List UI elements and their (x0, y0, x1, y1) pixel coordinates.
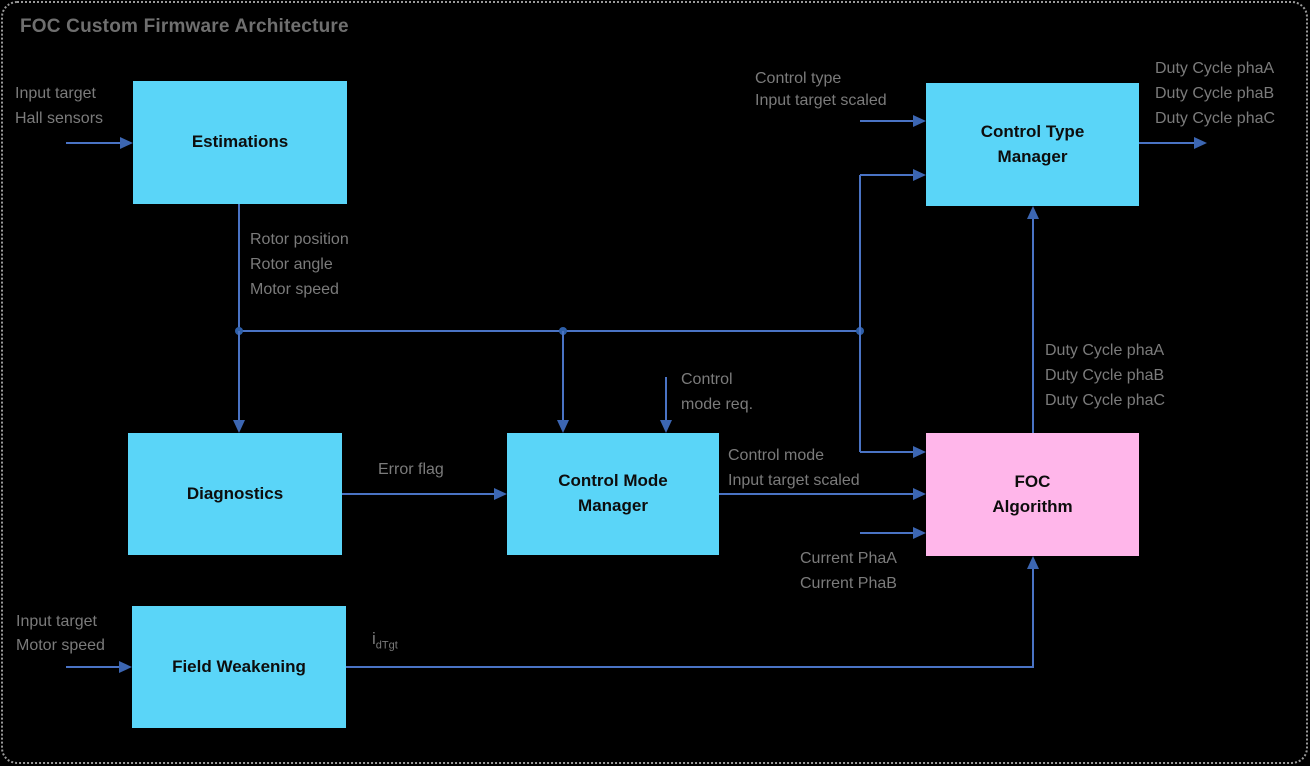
diagram-title: FOC Custom Firmware Architecture (20, 16, 349, 37)
arrowhead-into-control-type-manager-lower (913, 169, 926, 181)
block-field-weakening-label: Field Weakening (172, 656, 306, 676)
label-idtgt-base: i (372, 629, 376, 648)
label-estimations-outputs: Rotor position Rotor angle Motor speed (250, 227, 349, 302)
edge-rotor-bus (239, 330, 861, 332)
edge-bus-to-foc (860, 451, 913, 453)
label-control-type-inputs: Control type Input target scaled (755, 68, 887, 112)
edge-bus-down (859, 331, 861, 452)
label-duty-cycle-phaa-out: Duty Cycle phaA (1155, 60, 1275, 77)
label-duty-cycle-phaa-mid: Duty Cycle phaA (1045, 342, 1165, 359)
block-diagnostics: Diagnostics (128, 433, 342, 555)
label-current-inputs: Current PhaA Current PhaB (800, 546, 897, 596)
block-foc-algorithm: FOC Algorithm (926, 433, 1139, 556)
edge-input-to-field-weakening (66, 666, 119, 668)
block-control-mode-manager: Control Mode Manager (507, 433, 719, 555)
edge-control-type-input (860, 120, 913, 122)
label-duty-cycle-phab-out: Duty Cycle phaB (1155, 85, 1275, 102)
arrowhead-into-foc-middle (913, 488, 926, 500)
label-duty-cycle-phab-mid: Duty Cycle phaB (1045, 367, 1165, 384)
block-control-type-manager: Control Type Manager (926, 83, 1139, 206)
edge-error-flag (342, 493, 494, 495)
label-current-phaa: Current PhaA (800, 550, 897, 567)
arrowhead-into-control-type-manager-upper (913, 115, 926, 127)
block-control-mode-manager-label: Control Mode Manager (558, 471, 668, 515)
label-idtgt: idTgt (372, 626, 398, 658)
label-duty-cycle-phac-mid: Duty Cycle phaC (1045, 392, 1166, 409)
edge-control-mode-request (665, 377, 667, 420)
label-control-mode-request: Control mode req. (681, 367, 753, 417)
arrowhead-into-diagnostics (233, 420, 245, 433)
edge-idtgt-vertical (1032, 569, 1034, 667)
edge-control-mode-output (719, 493, 913, 495)
arrowhead-duty-cycle-output (1194, 137, 1207, 149)
arrowhead-control-mode-request (660, 420, 672, 433)
edge-foc-to-control-type-manager (1032, 219, 1034, 433)
arrowhead-into-field-weakening (119, 661, 132, 673)
label-current-phab: Current PhaB (800, 575, 897, 592)
edge-bus-up (859, 175, 861, 331)
label-control-mode-outputs: Control mode Input target scaled (728, 443, 860, 493)
arrowhead-into-control-type-manager-bottom (1027, 206, 1039, 219)
label-idtgt-sub: dTgt (375, 639, 398, 652)
label-mode-req: mode req. (681, 396, 754, 413)
label-duty-cycle-outputs: Duty Cycle phaA Duty Cycle phaB Duty Cyc… (1155, 56, 1275, 131)
block-control-type-manager-label: Control Type Manager (980, 121, 1085, 166)
edge-bus-to-control-mode-manager (562, 331, 564, 420)
block-field-weakening: Field Weakening (132, 606, 346, 728)
label-hall-sensors: Hall sensors (15, 110, 104, 127)
label-rotor-angle: Rotor angle (250, 256, 333, 273)
edge-idtgt-horizontal (346, 666, 1034, 668)
label-control-type: Control type (755, 70, 842, 87)
label-control-mode: Control mode (728, 447, 825, 464)
label-input-target: Input target (15, 85, 96, 102)
edge-current-inputs (860, 532, 913, 534)
edge-bus-to-diagnostics (238, 331, 240, 420)
label-input-target-scaled-mid: Input target scaled (728, 472, 860, 489)
arrowhead-into-foc-top (913, 446, 926, 458)
label-duty-cycle-phac-out: Duty Cycle phaC (1155, 110, 1276, 127)
label-field-weakening-inputs: Input target Motor speed (16, 610, 105, 658)
label-rotor-position: Rotor position (250, 231, 349, 248)
block-estimations: Estimations (133, 81, 347, 204)
label-input-target-fw: Input target (16, 613, 97, 630)
arrowhead-into-foc-bottom (913, 527, 926, 539)
arrowhead-into-estimations (120, 137, 133, 149)
arrowhead-into-foc-underside (1027, 556, 1039, 569)
edge-bus-to-control-type-manager (860, 174, 913, 176)
label-control-word: Control (681, 371, 733, 388)
block-estimations-label: Estimations (191, 132, 289, 152)
edge-control-type-manager-output (1139, 142, 1194, 144)
block-diagnostics-label: Diagnostics (186, 483, 284, 503)
label-estimations-inputs: Input target Hall sensors (15, 81, 103, 131)
label-motor-speed: Motor speed (250, 281, 339, 298)
label-error-flag: Error flag (378, 461, 444, 478)
arrowhead-into-control-mode-manager-left (557, 420, 569, 433)
arrowhead-error-flag (494, 488, 507, 500)
block-foc-algorithm-label: FOC Algorithm (992, 471, 1073, 516)
label-motor-speed-fw: Motor speed (16, 637, 105, 654)
edge-input-to-estimations (66, 142, 120, 144)
label-foc-duty-outputs: Duty Cycle phaA Duty Cycle phaB Duty Cyc… (1045, 338, 1165, 413)
edge-estimations-down (238, 204, 240, 331)
label-input-target-scaled-top: Input target scaled (755, 92, 887, 109)
